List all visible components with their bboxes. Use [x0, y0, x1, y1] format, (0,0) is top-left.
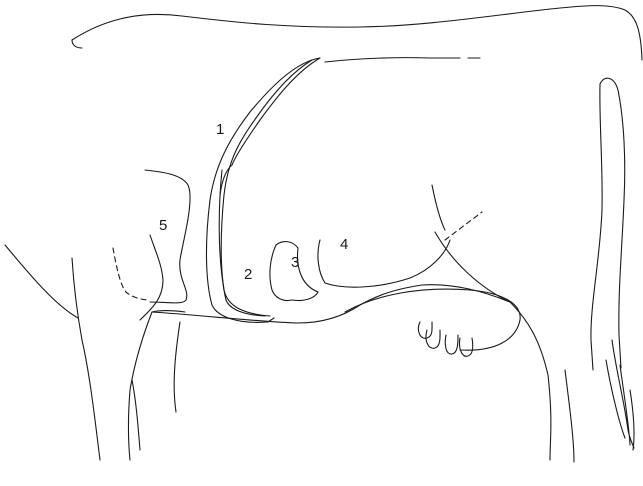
lobe-3-4-divider — [318, 240, 325, 283]
hump-line — [72, 40, 82, 48]
structure-2-outline — [219, 170, 270, 316]
structure-1-band — [232, 58, 320, 165]
front-leg-front — [72, 258, 100, 460]
structure-1-inner — [221, 60, 312, 316]
front-leg-inner — [174, 322, 180, 412]
structure-5-line — [140, 235, 163, 320]
back-outline — [72, 6, 642, 60]
flank-dashed-line — [445, 212, 482, 240]
label-1: 1 — [216, 122, 224, 137]
teat-3 — [445, 335, 458, 354]
label-2: 2 — [244, 267, 252, 282]
rear-leg-front — [548, 375, 551, 460]
udder-outline — [345, 289, 520, 350]
rear-leg-back — [565, 370, 574, 462]
lobe-2-outline — [270, 245, 292, 301]
tail-inner-outline — [591, 84, 602, 370]
abdomen-upper-line — [325, 58, 460, 62]
flank-fold — [432, 185, 445, 230]
lobes-base — [292, 292, 318, 301]
label-4: 4 — [340, 237, 348, 252]
front-leg-back — [129, 312, 153, 460]
neck-line — [5, 245, 78, 318]
structure-5-dashed — [113, 248, 150, 300]
belly-underline — [152, 285, 510, 323]
structure-1-outer — [206, 58, 320, 322]
teat-4 — [459, 338, 472, 356]
teat-1 — [418, 322, 432, 338]
shoulder-line — [145, 170, 190, 303]
front-leg-knee — [132, 380, 140, 450]
label-3: 3 — [291, 255, 299, 270]
teat-2 — [426, 330, 440, 348]
label-5: 5 — [159, 218, 167, 233]
tail-outer-outline — [600, 78, 625, 368]
